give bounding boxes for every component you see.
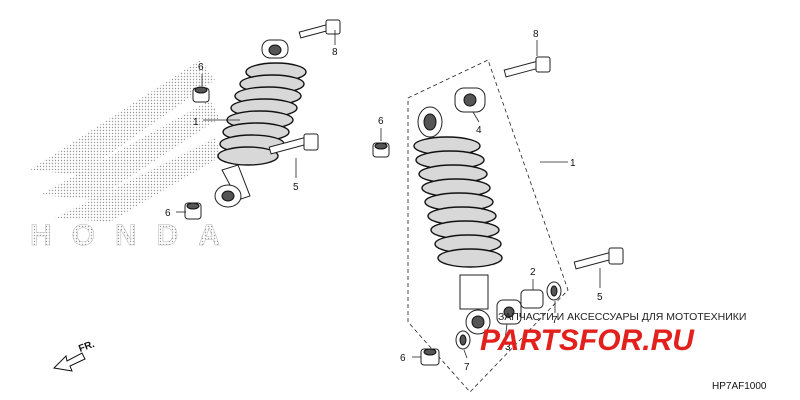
callout-1-left: 1 (193, 117, 199, 128)
callout-6-lower-left: 6 (165, 208, 171, 219)
callout-6-middle: 6 (378, 116, 384, 127)
callout-7-right: 7 (552, 315, 558, 326)
bush-3 (496, 299, 522, 325)
damper-shaft (459, 274, 489, 310)
honda-logo-text: HONDA (30, 219, 220, 252)
callout-6-bottom: 6 (400, 353, 406, 364)
spring-coils-right (413, 136, 503, 268)
callouts: 1 6 8 5 6 6 8 4 1 2 3 5 7 7 6 (165, 29, 603, 373)
bolt-5-right (573, 247, 624, 270)
nut-6-lower-left (184, 202, 202, 220)
callout-5-right: 5 (597, 292, 603, 303)
nut-6-middle (372, 142, 390, 158)
dust-seal-7-left (455, 330, 471, 350)
exploded-view-frame (407, 59, 569, 393)
nut-6-upper-left (192, 86, 210, 103)
drawing-code: HP7AF1000 (712, 381, 767, 392)
dust-seal-7-right (546, 281, 562, 301)
collar-2 (520, 289, 544, 309)
callout-2: 2 (530, 267, 536, 278)
callout-5-left: 5 (293, 182, 299, 193)
bolt-8-right (503, 56, 551, 78)
front-label: FR. (77, 339, 96, 355)
spring-coils-left (217, 62, 307, 166)
shock-absorber-exploded (413, 106, 503, 335)
lower-eye-exploded-hole (471, 315, 485, 329)
bolt-8-left (298, 19, 341, 39)
callout-7-left: 7 (464, 362, 470, 373)
shock-absorber-assembled (214, 39, 307, 208)
callout-8-left: 8 (332, 47, 338, 58)
callout-8-right: 8 (533, 29, 539, 40)
front-direction-arrow: FR. (52, 339, 96, 372)
lower-eye-hole (221, 190, 235, 202)
watermark-brand: PARTSFOR.RU (480, 324, 695, 357)
upper-eye-hole (423, 113, 437, 131)
callout-3: 3 (505, 342, 511, 353)
arrow-icon (52, 352, 86, 372)
leader-lines (176, 30, 601, 359)
watermark: ЗАПЧАСТИ И АКСЕССУАРЫ ДЛЯ МОТОТЕХНИКИ PA… (480, 311, 746, 357)
callout-1-right: 1 (570, 158, 576, 169)
watermark-tagline: ЗАПЧАСТИ И АКСЕССУАРЫ ДЛЯ МОТОТЕХНИКИ (498, 311, 746, 323)
bolt-5-left (268, 133, 319, 155)
callout-4: 4 (476, 125, 482, 136)
upper-bushing-hole (268, 44, 282, 56)
callout-6-upper-left: 6 (198, 62, 204, 73)
nut-6-bottom (420, 348, 440, 366)
bush-4 (454, 87, 486, 113)
